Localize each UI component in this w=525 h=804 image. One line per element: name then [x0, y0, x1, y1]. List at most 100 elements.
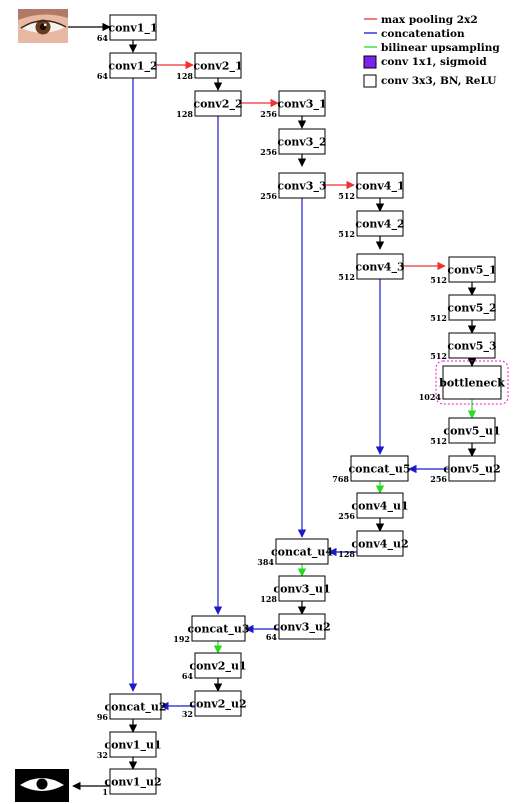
channel-label-conv4_u2: 128: [338, 549, 355, 559]
node-box-conv2_u2: [194, 690, 242, 717]
node-box-concat_u2: [109, 693, 162, 720]
node-box-conv4_1: [356, 172, 404, 199]
node-box-conv2_u1: [194, 652, 242, 679]
legend-conv-label: conv 3x3, BN, ReLU: [381, 75, 496, 87]
channel-label-conv2_u1: 64: [182, 671, 194, 681]
channel-label-conv3_u1: 128: [260, 594, 277, 604]
channel-label-conv5_2: 512: [430, 313, 447, 323]
node-conv1_1: conv1_164: [97, 14, 158, 43]
channel-label-bottleneck: 1024: [419, 392, 442, 402]
node-box-concat_u5: [350, 455, 409, 482]
node-box-concat_u3: [191, 615, 246, 642]
node-label-conv4_2: conv4_2: [355, 218, 404, 232]
channel-label-conv4_3: 512: [338, 272, 355, 282]
node-label-conv3_3: conv3_3: [277, 180, 326, 194]
node-label-conv2_u1: conv2_u1: [189, 660, 246, 674]
node-box-conv1_1: [109, 14, 157, 41]
channel-label-concat_u2: 96: [97, 712, 109, 722]
node-box-conv3_u2: [278, 613, 326, 640]
channel-label-concat_u4: 384: [257, 557, 274, 567]
node-conv1_u2: conv1_u21: [102, 768, 162, 797]
node-bottleneck: bottleneck 1024: [419, 365, 505, 402]
node-label-bottleneck: bottleneck: [439, 377, 505, 390]
input-eye-image: [18, 9, 68, 43]
node-box-conv5_3: [448, 332, 496, 359]
node-box-conv1_u2: [109, 768, 157, 795]
node-label-conv3_2: conv3_2: [277, 136, 326, 150]
node-label-conv4_u1: conv4_u1: [351, 500, 408, 514]
node-label-concat_u2: concat_u2: [104, 701, 166, 715]
edges: [68, 22, 477, 791]
node-box-conv5_1: [448, 256, 496, 283]
channel-label-conv1_2: 64: [97, 71, 109, 81]
channel-label-conv3_u2: 64: [266, 632, 278, 642]
node-label-conv3_u1: conv3_u1: [273, 583, 330, 597]
channel-label-conv5_u1: 512: [430, 436, 447, 446]
node-label-conv5_u1: conv5_u1: [443, 425, 500, 439]
channel-label-conv5_1: 512: [430, 275, 447, 285]
channel-label-conv3_1: 256: [260, 109, 277, 119]
legend-sigmoid-swatch: [363, 55, 377, 69]
nodes: conv1_164conv1_264conv2_1128conv2_2128co…: [97, 14, 505, 797]
channel-label-concat_u3: 192: [173, 634, 190, 644]
node-label-conv1_2: conv1_2: [108, 60, 157, 74]
channel-label-conv1_u2: 1: [102, 787, 108, 797]
node-box-conv5_2: [448, 294, 496, 321]
node-box-conv5_u1: [448, 417, 496, 444]
channel-label-conv5_u2: 256: [430, 474, 447, 484]
node-box-conv3_u1: [278, 575, 326, 602]
channel-label-conv1_1: 64: [97, 33, 109, 43]
node-box-conv1_2: [109, 52, 157, 79]
node-box-conv3_2: [278, 128, 326, 155]
channel-label-conv4_1: 512: [338, 191, 355, 201]
channel-label-conv3_3: 256: [260, 191, 277, 201]
node-conv1_2: conv1_264: [97, 52, 158, 81]
node-label-conv3_1: conv3_1: [277, 98, 326, 112]
channel-label-conv4_u1: 256: [338, 511, 355, 521]
node-box-concat_u4: [275, 538, 329, 565]
node-label-conv2_2: conv2_2: [193, 98, 242, 112]
node-box-conv3_1: [278, 90, 326, 117]
bottleneck-outline: [435, 360, 509, 405]
node-label-conv5_2: conv5_2: [447, 302, 496, 316]
channel-label-conv5_3: 512: [430, 351, 447, 361]
node-label-conv5_u2: conv5_u2: [443, 463, 500, 477]
node-label-conv1_u1: conv1_u1: [104, 739, 161, 753]
node-label-conv5_3: conv5_3: [447, 340, 496, 354]
channel-label-conv1_u1: 32: [97, 750, 108, 760]
node-label-conv2_1: conv2_1: [193, 60, 242, 74]
node-label-conv3_u2: conv3_u2: [273, 621, 330, 635]
channel-label-conv3_2: 256: [260, 147, 277, 157]
node-box-bottleneck: [442, 365, 502, 400]
node-label-concat_u4: concat_u4: [271, 546, 333, 560]
node-label-conv2_u2: conv2_u2: [189, 698, 246, 712]
channel-label-conv4_2: 512: [338, 229, 355, 239]
node-label-conv1_1: conv1_1: [108, 22, 157, 36]
node-box-conv2_2: [194, 90, 242, 117]
node-box-conv4_2: [356, 210, 404, 237]
node-label-concat_u3: concat_u3: [187, 623, 249, 637]
node-box-conv3_3: [278, 172, 326, 199]
